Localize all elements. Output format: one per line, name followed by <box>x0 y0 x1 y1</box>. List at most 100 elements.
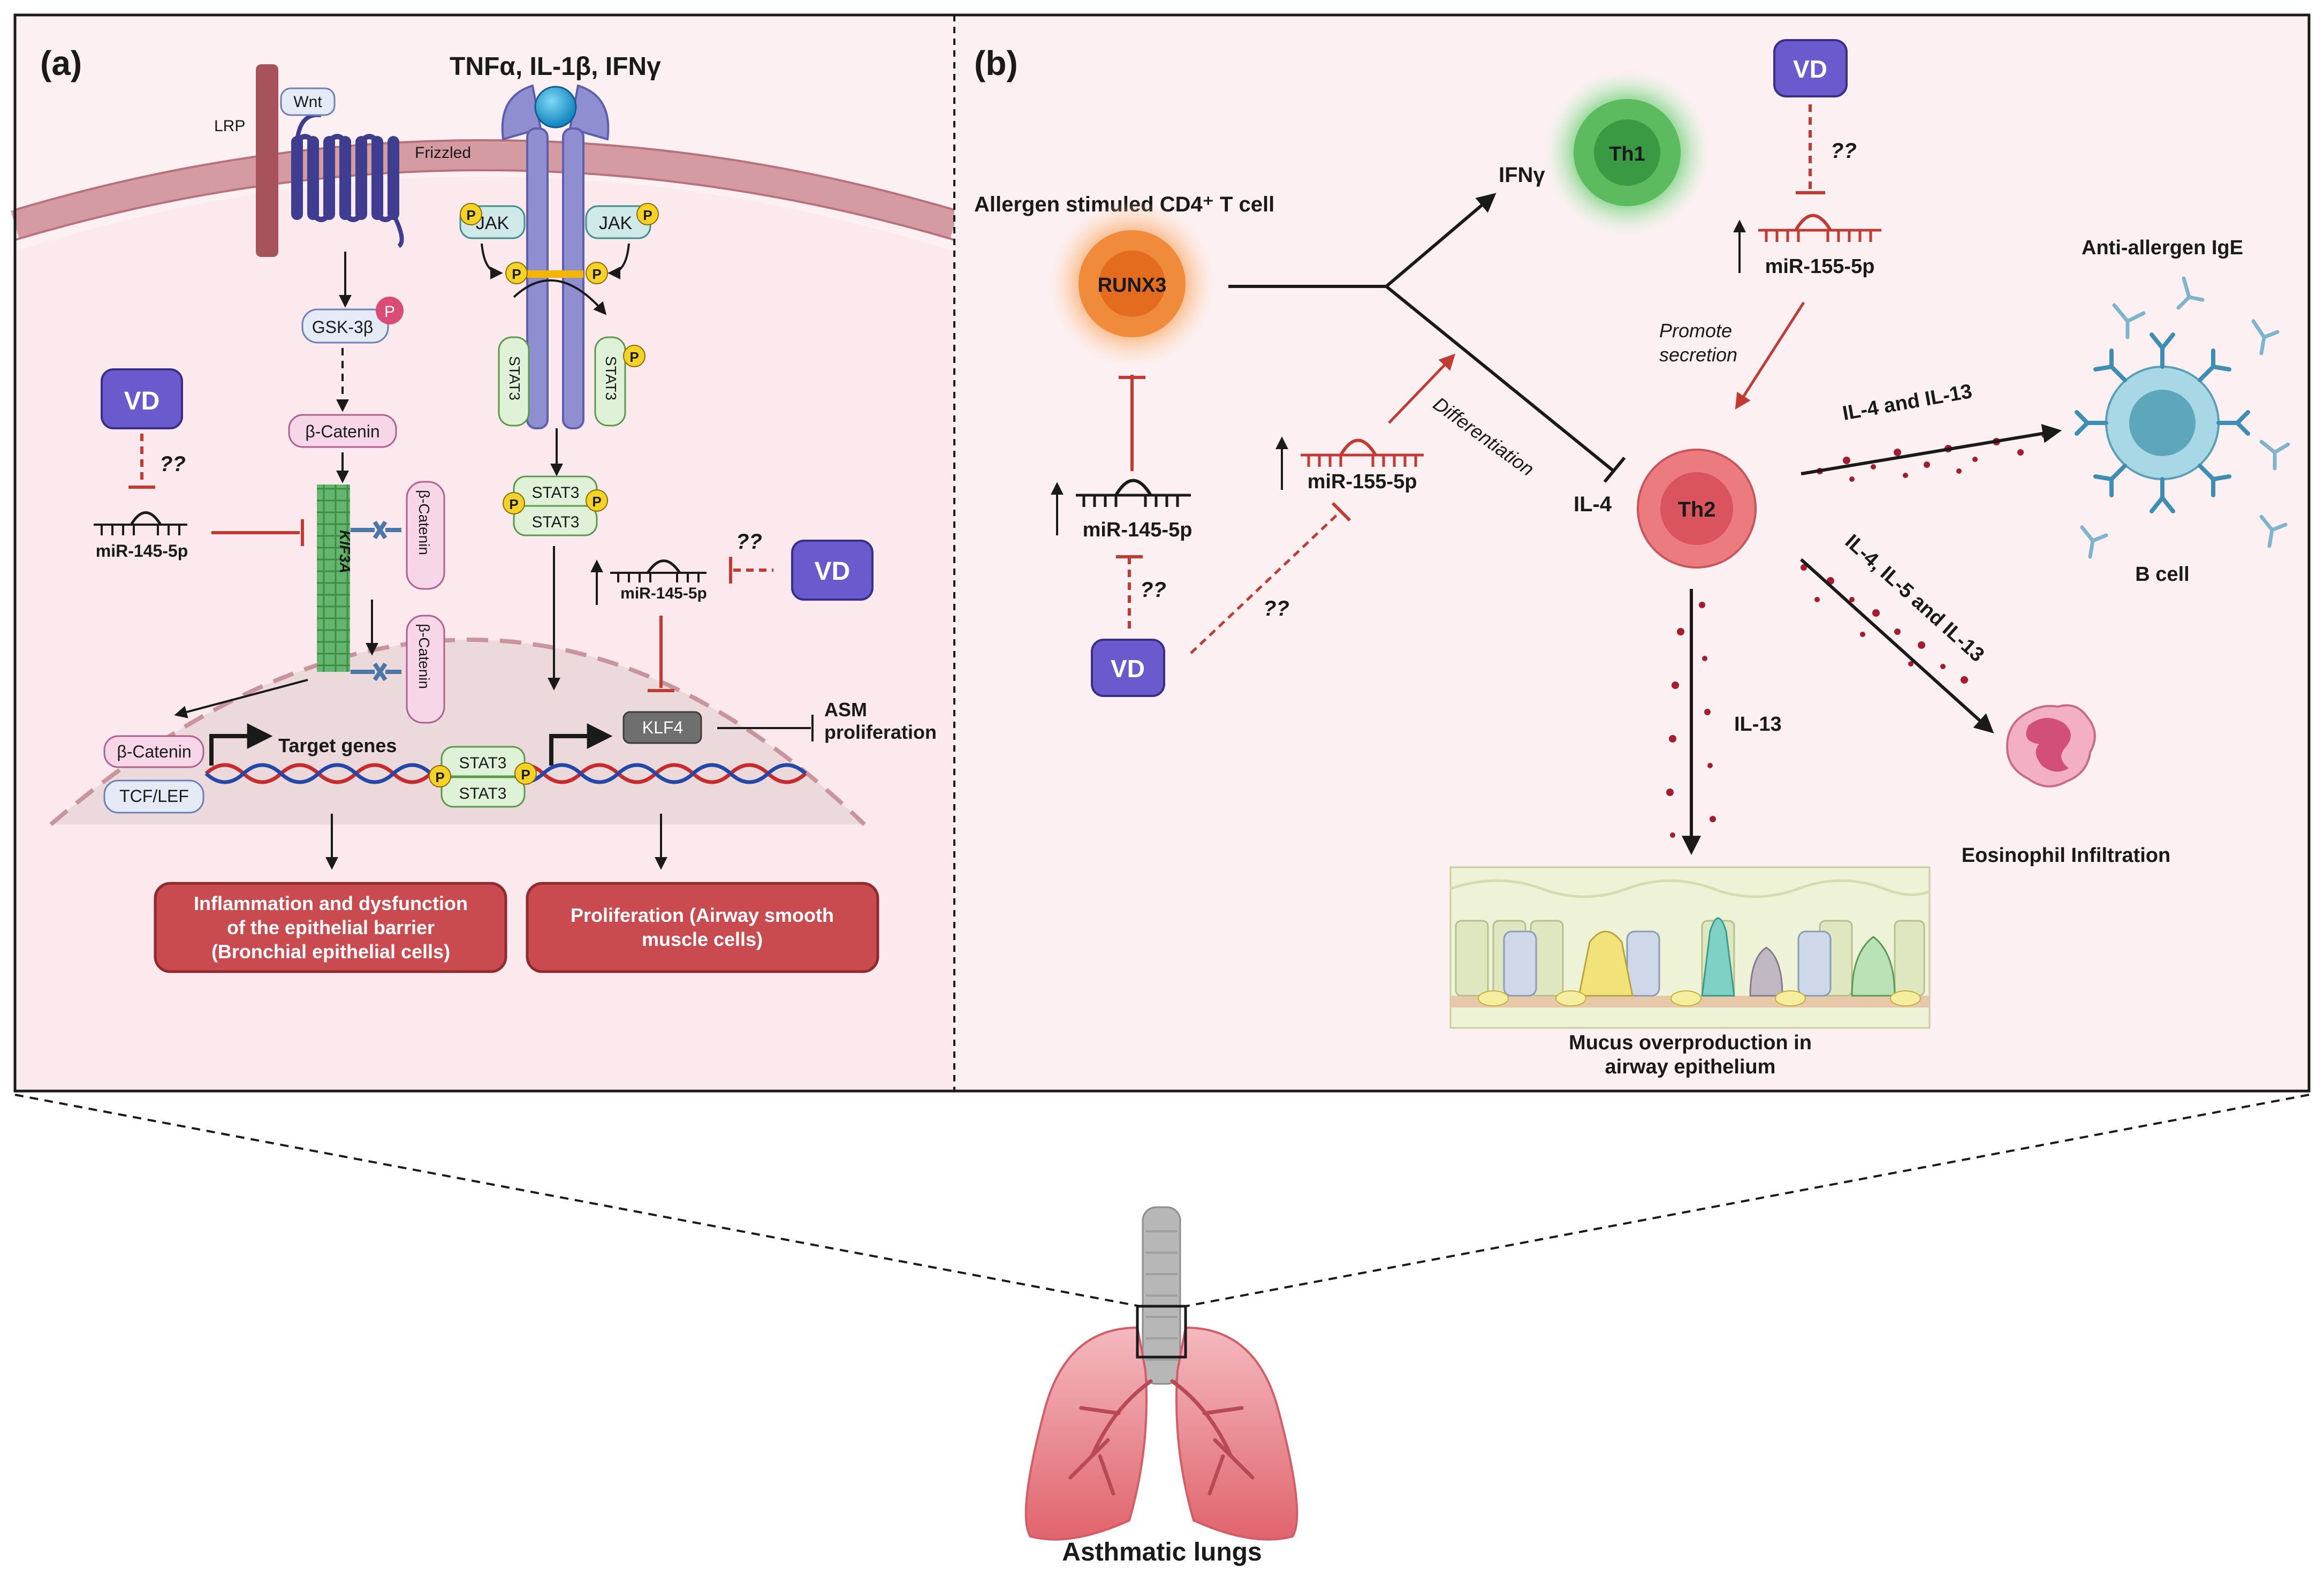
phospho-badges-jak: P P P P <box>460 203 659 284</box>
mir145-hairpin-a2 <box>610 559 707 582</box>
svg-text:β-Catenin: β-Catenin <box>117 742 191 761</box>
stat3-dna-bottom <box>441 776 526 808</box>
svg-text:TCF/LEF: TCF/LEF <box>119 786 189 806</box>
svg-text:P: P <box>592 494 601 510</box>
svg-text:β-Catenin: β-Catenin <box>305 422 379 441</box>
frizzled-receptor <box>291 112 404 248</box>
il4-label: IL-4 <box>1574 493 1612 516</box>
tcf-lef <box>103 779 204 814</box>
target-genes-label: Target genes <box>278 734 397 756</box>
svg-text:miR-155-5p: miR-155-5p <box>1308 471 1417 493</box>
il13-label: IL-13 <box>1734 713 1782 736</box>
svg-text:miR-145-5p: miR-145-5p <box>96 541 188 561</box>
lrp-label: LRP <box>214 117 245 135</box>
antibody-icons <box>2075 332 2250 513</box>
unknown-mark-a1: ?? <box>160 452 186 476</box>
goblet-cell <box>1578 930 1634 997</box>
svg-text:of the epithelial barrier: of the epithelial barrier <box>227 917 435 938</box>
svg-text:STAT3: STAT3 <box>603 356 619 400</box>
lungs-illustration <box>1024 1206 1298 1541</box>
eosinophil-nucleus <box>2026 718 2071 772</box>
beta-catenin-cyto <box>288 414 397 448</box>
cytoplasm <box>15 177 954 1091</box>
svg-text:STAT3: STAT3 <box>506 356 523 400</box>
gsk-3b <box>301 308 389 344</box>
svg-text:β-Catenin: β-Catenin <box>416 624 432 689</box>
svg-text:STAT3: STAT3 <box>459 754 507 772</box>
svg-text:VD: VD <box>1793 55 1827 83</box>
ligand-title: TNFα, IL-1β, IFNγ <box>450 52 661 81</box>
th2-label: Th2 <box>1677 498 1715 521</box>
svg-text:secretion: secretion <box>1659 344 1737 366</box>
panel-a-label: (a) <box>40 44 82 82</box>
th2-nucleus <box>1660 472 1733 545</box>
beta-catenin-bubble-2 <box>406 615 445 724</box>
promote-label: Promote <box>1659 320 1732 342</box>
svg-text:airway epithelium: airway epithelium <box>1605 1056 1776 1078</box>
right-lung <box>1175 1326 1298 1541</box>
beta-catenin-bubble-1 <box>406 481 445 590</box>
svg-text:STAT3: STAT3 <box>459 785 507 802</box>
svg-text:P: P <box>592 266 601 282</box>
kif3a-label: KIF3A <box>337 530 353 573</box>
airway-epithelium <box>1449 866 1931 1029</box>
unknown-mark-b2: ?? <box>1140 578 1166 602</box>
svg-text:Inflammation and dysfunction: Inflammation and dysfunction <box>194 892 468 914</box>
svg-text:(Bronchial epithelial cells): (Bronchial epithelial cells) <box>211 941 450 963</box>
stat3-monomer-r <box>594 336 626 427</box>
svg-text:P: P <box>521 767 530 783</box>
cell-membrane <box>11 140 959 239</box>
runx3-label: RUNX3 <box>1098 274 1167 297</box>
mucus-label: Mucus overproduction in <box>1569 1032 1812 1054</box>
stat3-monomer-l <box>498 336 530 427</box>
svg-text:miR-145-5p: miR-145-5p <box>620 585 707 602</box>
left-lung <box>1024 1326 1148 1541</box>
stat3-dimer-bottom <box>513 505 598 536</box>
unknown-mark-b1: ?? <box>1831 139 1857 163</box>
unknown-mark-a2: ?? <box>736 530 762 554</box>
svg-text:P: P <box>629 349 639 365</box>
svg-text:P: P <box>643 207 652 223</box>
lrp-receptor <box>256 64 278 257</box>
vd-box-a1 <box>101 368 183 429</box>
zoom-line-left <box>14 1094 1141 1307</box>
svg-text:muscle cells): muscle cells) <box>642 928 763 950</box>
svg-text:KLF4: KLF4 <box>642 718 683 737</box>
eosinophil-label: Eosinophil Infiltration <box>1962 844 2171 867</box>
cytokine-dots-il13 <box>1666 602 1716 838</box>
outcome-box-asm <box>526 882 879 973</box>
wnt-label: Wnt <box>293 93 322 111</box>
panel-a: (a) TNFα, IL-1β, IFNγ LRP Wnt Frizzled J… <box>11 15 959 1091</box>
svg-text:VD: VD <box>815 557 850 586</box>
svg-text:P: P <box>384 303 395 321</box>
klf4-gene <box>622 711 702 744</box>
cytokine-receptor <box>501 84 610 429</box>
outcome-box-epithelial <box>154 882 507 973</box>
asm-label: ASM <box>824 699 867 721</box>
free-ige-icons <box>2080 276 2290 559</box>
cytokine-ligand <box>534 86 577 128</box>
beta-catenin-nuclear <box>103 735 204 768</box>
ifng-label: IFNγ <box>1499 163 1545 187</box>
vd-box-b-bottom <box>1091 639 1165 697</box>
gsk-label: GSK-3β <box>312 317 373 337</box>
svg-text:P: P <box>512 266 521 282</box>
svg-text:STAT3: STAT3 <box>532 484 580 502</box>
mir155-hairpin-top <box>1758 214 1881 242</box>
svg-text:P: P <box>509 496 518 512</box>
frizzled-label: Frizzled <box>415 144 471 162</box>
cd4-nucleus <box>1099 251 1165 317</box>
lungs-label: Asthmatic lungs <box>1062 1538 1262 1566</box>
svg-text:VD: VD <box>124 387 160 415</box>
vd-box-b-top <box>1773 39 1848 97</box>
zoom-line-right <box>1185 1094 2310 1307</box>
catenin-dimer-shapes <box>351 520 401 681</box>
b-cell-nucleus <box>2129 390 2196 456</box>
wnt-ligand <box>280 87 336 116</box>
svg-text:Proliferation (Airway smooth: Proliferation (Airway smooth <box>571 904 834 926</box>
unknown-mark-b3: ?? <box>1263 597 1289 620</box>
mir145-hairpin-b <box>1076 479 1191 507</box>
zoom-box <box>1136 1305 1187 1359</box>
svg-text:VD: VD <box>1111 655 1145 683</box>
svg-text:miR-155-5p: miR-155-5p <box>1765 255 1875 278</box>
